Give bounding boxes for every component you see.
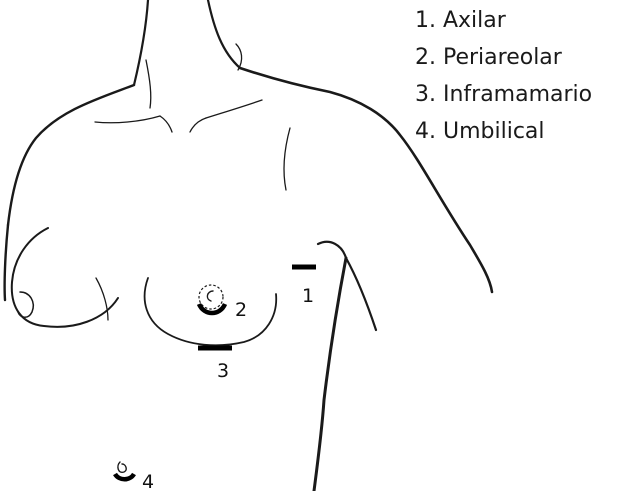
marker-label-axilar: 1 bbox=[302, 285, 314, 307]
left-shoulder-outline bbox=[8, 85, 134, 225]
marker-label-inframamario: 3 bbox=[217, 360, 229, 382]
left-clavicle bbox=[95, 116, 160, 123]
right-chest-fold bbox=[284, 128, 290, 190]
marker-label-periareolar: 2 bbox=[235, 299, 247, 321]
right-areola bbox=[199, 285, 223, 309]
right-torso-side-outline bbox=[314, 258, 346, 491]
incision-umbilical bbox=[115, 474, 134, 479]
legend-item-inframamario: 3. Inframamario bbox=[415, 76, 592, 113]
right-nipple bbox=[207, 291, 213, 301]
marker-label-umbilical: 4 bbox=[142, 471, 154, 491]
navel bbox=[118, 462, 126, 472]
legend-item-umbilical: 4. Umbilical bbox=[415, 113, 592, 150]
left-breast-outline bbox=[12, 228, 118, 327]
legend-item-periareolar: 2. Periareolar bbox=[415, 39, 592, 76]
legend-list: 1. Axilar 2. Periareolar 3. Inframamario… bbox=[415, 2, 592, 150]
neck-left-line bbox=[134, 0, 148, 85]
legend-item-axilar: 1. Axilar bbox=[415, 2, 592, 39]
right-clavicle bbox=[206, 100, 262, 118]
left-arm-outline bbox=[5, 225, 8, 300]
right-arm-inner-outline bbox=[318, 242, 376, 330]
sternal-notch-right bbox=[190, 118, 206, 132]
sternal-notch-left bbox=[160, 116, 172, 132]
neck-fold-left bbox=[146, 60, 151, 108]
neck-right-line bbox=[208, 0, 240, 68]
